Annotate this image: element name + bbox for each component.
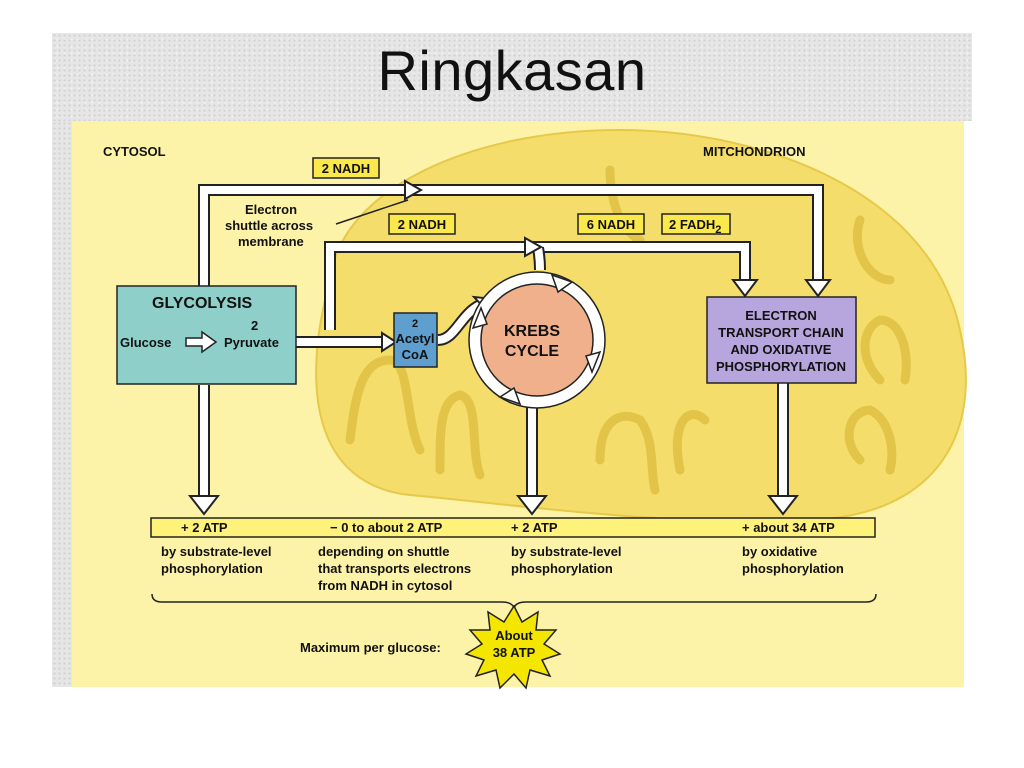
arrow-head-mid-loop-icon bbox=[731, 279, 759, 298]
fadh-label: 2 FADH2 bbox=[669, 217, 721, 236]
krebs-arrow-right-icon bbox=[585, 350, 602, 375]
atp-burst-icon bbox=[464, 604, 562, 690]
krebs-title-line1: KREBS bbox=[504, 323, 560, 340]
arrow-head-acetyl-icon bbox=[381, 331, 398, 353]
acetyl-count: 2 bbox=[412, 318, 418, 330]
pyruvate-label: Pyruvate bbox=[224, 335, 279, 350]
arrow-head-etc-down-icon bbox=[766, 495, 800, 516]
krebs-arrow-top-icon bbox=[550, 273, 574, 294]
krebs-arrow-bottom-icon bbox=[498, 386, 522, 406]
arrow-head-glycolysis-down-icon bbox=[187, 495, 221, 516]
glucose-label: Glucose bbox=[120, 335, 171, 350]
etc-line2: TRANSPORT CHAIN bbox=[718, 325, 844, 340]
glycolysis-title: GLYCOLYSIS bbox=[152, 295, 253, 312]
arrow-head-krebs-down-icon bbox=[515, 495, 549, 516]
mitochondrion-shape bbox=[315, 128, 967, 522]
cytosol-label: CYTOSOL bbox=[103, 144, 166, 159]
coa-label: CoA bbox=[402, 347, 429, 362]
etc-line4: PHOSPHORYLATION bbox=[716, 359, 846, 374]
atp-bar bbox=[150, 517, 876, 538]
shuttle-label-line3: membrane bbox=[238, 234, 304, 249]
note-c2-line2: that transports electrons bbox=[318, 561, 471, 576]
nadh-krebs-label-box bbox=[577, 213, 645, 235]
note-c2-line1: depending on shuttle bbox=[318, 544, 449, 559]
etc-line3: AND OXIDATIVE bbox=[731, 342, 832, 357]
burst-line2: 38 ATP bbox=[493, 645, 536, 660]
mitochondrion-cristae bbox=[345, 165, 911, 495]
note-c3-line1: by substrate-level bbox=[511, 544, 622, 559]
nadh-top-label-box bbox=[312, 157, 380, 179]
fadh-label-box bbox=[661, 213, 731, 235]
nadh-mid-label: 2 NADH bbox=[398, 217, 446, 232]
shuttle-label-line2: shuttle across bbox=[225, 218, 313, 233]
nadh-top-label: 2 NADH bbox=[322, 161, 370, 176]
arrow-head-top-flow-icon bbox=[404, 179, 424, 201]
slide-title: Ringkasan bbox=[377, 39, 647, 102]
atp-oxidative: + about 34 ATP bbox=[742, 520, 835, 535]
nadh-mid-label-box bbox=[388, 213, 456, 235]
arrow-head-top-loop-icon bbox=[804, 279, 832, 298]
acetyl-coa-box bbox=[393, 312, 438, 368]
krebs-title-line2: CYCLE bbox=[505, 343, 560, 360]
slide-header-background bbox=[52, 33, 972, 121]
etc-box bbox=[706, 296, 857, 384]
note-c4-line1: by oxidative bbox=[742, 544, 817, 559]
etc-line1: ELECTRON bbox=[745, 308, 817, 323]
arrow-head-mid-flow-icon bbox=[524, 236, 544, 258]
atp-krebs: + 2 ATP bbox=[511, 520, 558, 535]
glycolysis-arrow-icon bbox=[185, 330, 218, 354]
note-c3-line2: phosphorylation bbox=[511, 561, 613, 576]
atp-glycolysis: + 2 ATP bbox=[181, 520, 228, 535]
shuttle-label-line1: Electron bbox=[245, 202, 297, 217]
note-c1-line1: by substrate-level bbox=[161, 544, 272, 559]
mitochondrion-label: MITCHONDRION bbox=[703, 144, 806, 159]
note-c1-line2: phosphorylation bbox=[161, 561, 263, 576]
krebs-arrow-left-icon bbox=[471, 305, 488, 330]
burst-line1: About bbox=[495, 628, 533, 643]
atp-shuttle: − 0 to about 2 ATP bbox=[330, 520, 443, 535]
max-per-glucose-label: Maximum per glucose: bbox=[300, 640, 441, 655]
nadh-krebs-label: 6 NADH bbox=[587, 217, 635, 232]
krebs-circle bbox=[480, 283, 594, 397]
pyruvate-count: 2 bbox=[251, 318, 258, 333]
slide-left-border bbox=[52, 121, 72, 687]
note-c2-line3: from NADH in cytosol bbox=[318, 578, 452, 593]
acetyl-label: Acetyl bbox=[395, 331, 434, 346]
note-c4-line2: phosphorylation bbox=[742, 561, 844, 576]
